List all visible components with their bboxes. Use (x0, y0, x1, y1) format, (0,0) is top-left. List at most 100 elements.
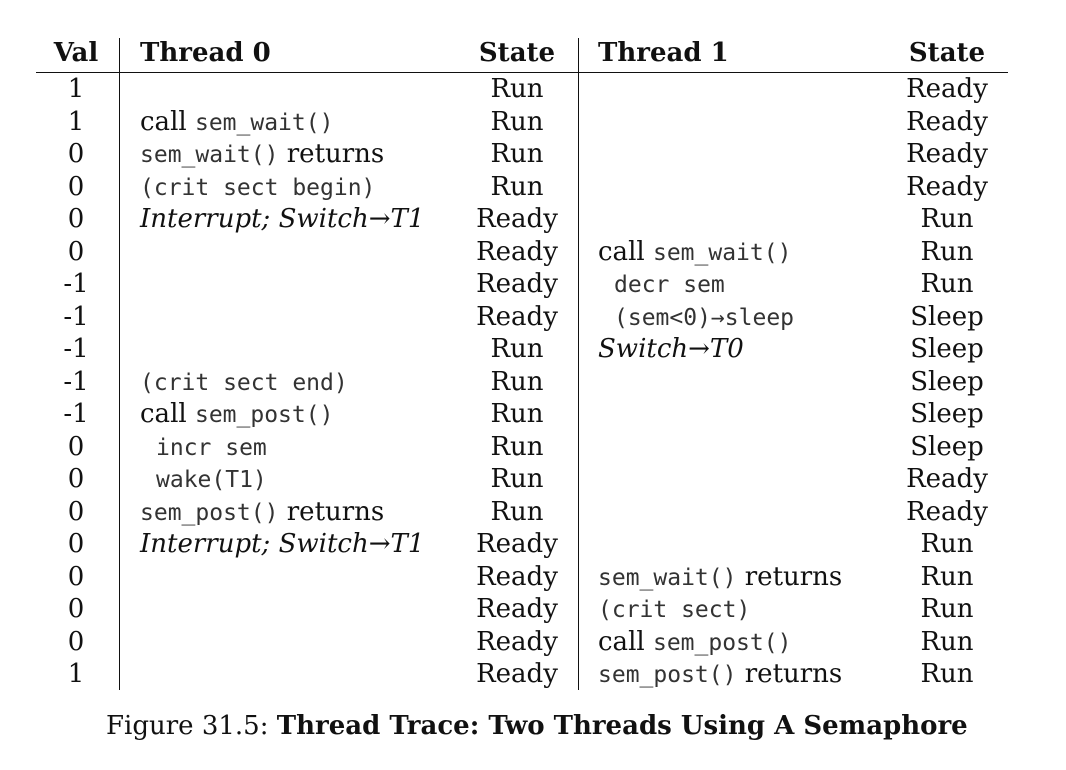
val-cell: 0 (67, 236, 85, 267)
header-state1: State (908, 38, 986, 68)
thread1-action-cell: (crit sect) (598, 593, 750, 626)
thread0-action-cell: (crit sect end) (140, 366, 348, 399)
thread0-state-cell: Ready (476, 204, 558, 234)
thread0-action-text: call (140, 399, 195, 429)
thread0-action-text: Interrupt; Switch→T1 (140, 204, 425, 234)
thread0-state-cell: Ready (476, 659, 558, 689)
thread0-state-cell: Run (490, 366, 544, 397)
table-row: 1 Run Ready (0, 73, 1066, 106)
thread1-state-cell: Ready (906, 139, 988, 169)
thread1-action-text: sem_wait() (598, 564, 737, 591)
column-divider-threads (578, 38, 579, 690)
thread0-action-cell: sem_wait() returns (140, 138, 384, 171)
thread0-action-text: (crit sect begin) (140, 174, 376, 201)
val-cell: -1 (63, 366, 89, 397)
thread0-action-text: sem_wait() (194, 109, 334, 136)
thread0-state-cell: Run (490, 106, 544, 137)
thread0-action-text: wake(T1) (156, 467, 267, 493)
header-thread1: Thread 1 (598, 38, 729, 68)
thread1-state-cell: Ready (906, 496, 988, 527)
thread1-action-text: sem_post() (598, 662, 737, 688)
thread1-action-text: returns (736, 561, 843, 592)
val-cell: 1 (67, 74, 85, 104)
thread1-action-cell: call sem_post() (598, 626, 791, 659)
thread1-action-cell: sem_post() returns (598, 658, 842, 691)
thread0-action-cell: call sem_wait() (140, 106, 333, 139)
thread0-action-text: call (140, 106, 195, 137)
thread0-state-cell: Run (490, 399, 544, 429)
thread1-state-cell: Sleep (910, 366, 984, 397)
thread1-action-cell: Switch→T0 (598, 333, 744, 366)
thread1-state-cell: Ready (906, 74, 988, 104)
thread0-state-cell: Run (490, 74, 544, 104)
header-val: Val (53, 38, 99, 68)
thread0-state-cell: Ready (476, 561, 558, 592)
header-rule (36, 72, 1008, 73)
table-row: 0 Ready call sem_post() Run (0, 626, 1066, 659)
thread1-state-cell: Run (920, 626, 974, 657)
val-cell: 0 (67, 204, 85, 234)
thread0-action-text: sem_post() (140, 499, 279, 526)
table-row: 0 wake(T1) Run Ready (0, 463, 1066, 496)
table-row: 0 Ready call sem_wait() Run (0, 236, 1066, 269)
thread1-state-cell: Run (920, 659, 974, 689)
thread1-action-cell: decr sem (598, 268, 725, 301)
val-cell: -1 (63, 269, 89, 299)
thread1-action-cell: call sem_wait() (598, 236, 791, 269)
thread0-state-cell: Ready (476, 626, 558, 657)
thread1-action-cell: sem_wait() returns (598, 561, 842, 594)
val-cell: 0 (67, 171, 85, 202)
thread0-action-cell: call sem_post() (140, 398, 333, 431)
thread1-state-cell: Run (920, 204, 974, 234)
thread0-state-cell: Ready (476, 269, 558, 299)
thread0-state-cell: Run (490, 431, 544, 462)
thread1-state-cell: Run (920, 236, 974, 267)
thread0-action-text: incr sem (156, 434, 267, 461)
thread1-state-cell: Ready (906, 106, 988, 137)
thread0-state-cell: Run (490, 334, 544, 364)
thread1-state-cell: Ready (906, 171, 988, 202)
val-cell: -1 (63, 399, 89, 429)
thread1-state-cell: Sleep (910, 431, 984, 462)
thread0-state-cell: Run (490, 139, 544, 169)
val-cell: 0 (67, 626, 85, 657)
val-cell: 1 (67, 106, 85, 137)
val-cell: 0 (67, 464, 85, 494)
thread1-action-text: returns (736, 659, 843, 689)
thread1-action-text: sem_post() (652, 629, 792, 656)
thread0-state-cell: Run (490, 464, 544, 494)
table-row: -1 (crit sect end) Run Sleep (0, 366, 1066, 399)
thread0-action-text: returns (278, 496, 385, 527)
thread1-action-text: decr sem (614, 272, 725, 298)
thread0-action-cell: sem_post() returns (140, 496, 384, 529)
figure-caption: Figure 31.5: Thread Trace: Two Threads U… (106, 708, 1006, 744)
header-state0: State (478, 38, 556, 68)
thread0-action-text: returns (278, 139, 385, 169)
table-row: 1 Ready sem_post() returns Run (0, 658, 1066, 691)
thread1-state-cell: Sleep (910, 301, 984, 332)
thread0-action-text: (crit sect end) (140, 369, 348, 396)
table-row: 1 call sem_wait() Run Ready (0, 106, 1066, 139)
thread0-action-text: Interrupt; Switch→T1 (140, 529, 425, 559)
thread0-state-cell: Ready (476, 301, 558, 332)
val-cell: 0 (67, 561, 85, 592)
thread0-state-cell: Ready (476, 236, 558, 267)
caption-label: Figure 31.5: (106, 711, 277, 741)
table-row: 0 Interrupt; Switch→T1 Ready Run (0, 203, 1066, 236)
val-cell: 1 (67, 659, 85, 689)
thread1-action-text: (sem<0)→sleep (614, 304, 795, 331)
thread0-state-cell: Run (490, 496, 544, 527)
thread0-action-text: sem_wait() (140, 142, 279, 168)
thread1-state-cell: Ready (906, 464, 988, 494)
thread1-state-cell: Run (920, 594, 974, 624)
